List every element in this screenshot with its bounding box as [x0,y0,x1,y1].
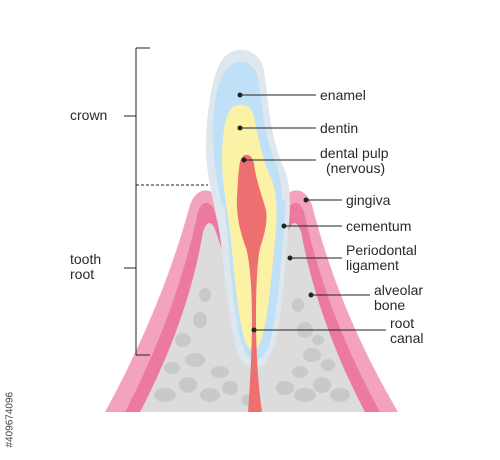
label-tooth-root-line2: root [70,266,95,282]
label-alveolar-line2: bone [374,297,406,313]
label-dental-pulp-line2: (nervous) [326,160,386,176]
crown-bracket [124,47,150,185]
leader-lines [237,92,386,333]
label-enamel: enamel [320,87,366,103]
stock-id-text: #409674096 [4,391,16,448]
label-dentin: dentin [320,120,359,136]
label-root-canal-line2: canal [390,330,424,346]
label-periodontal-line2: ligament [346,257,399,273]
label-cementum: cementum [346,218,412,234]
label-dental-pulp-line1: dental pulp [320,145,389,161]
tooth-root-bracket [124,185,150,356]
label-crown: crown [70,107,108,123]
label-tooth-root-line1: tooth [70,251,102,267]
label-gingiva: gingiva [346,192,391,208]
label-periodontal-line1: Periodontal [346,242,417,258]
dental-pulp-shape [236,154,267,413]
label-root-canal-line1: root [390,315,415,331]
label-alveolar-line1: alveolar [374,282,424,298]
stock-id-watermark: #409674096 [2,352,16,452]
